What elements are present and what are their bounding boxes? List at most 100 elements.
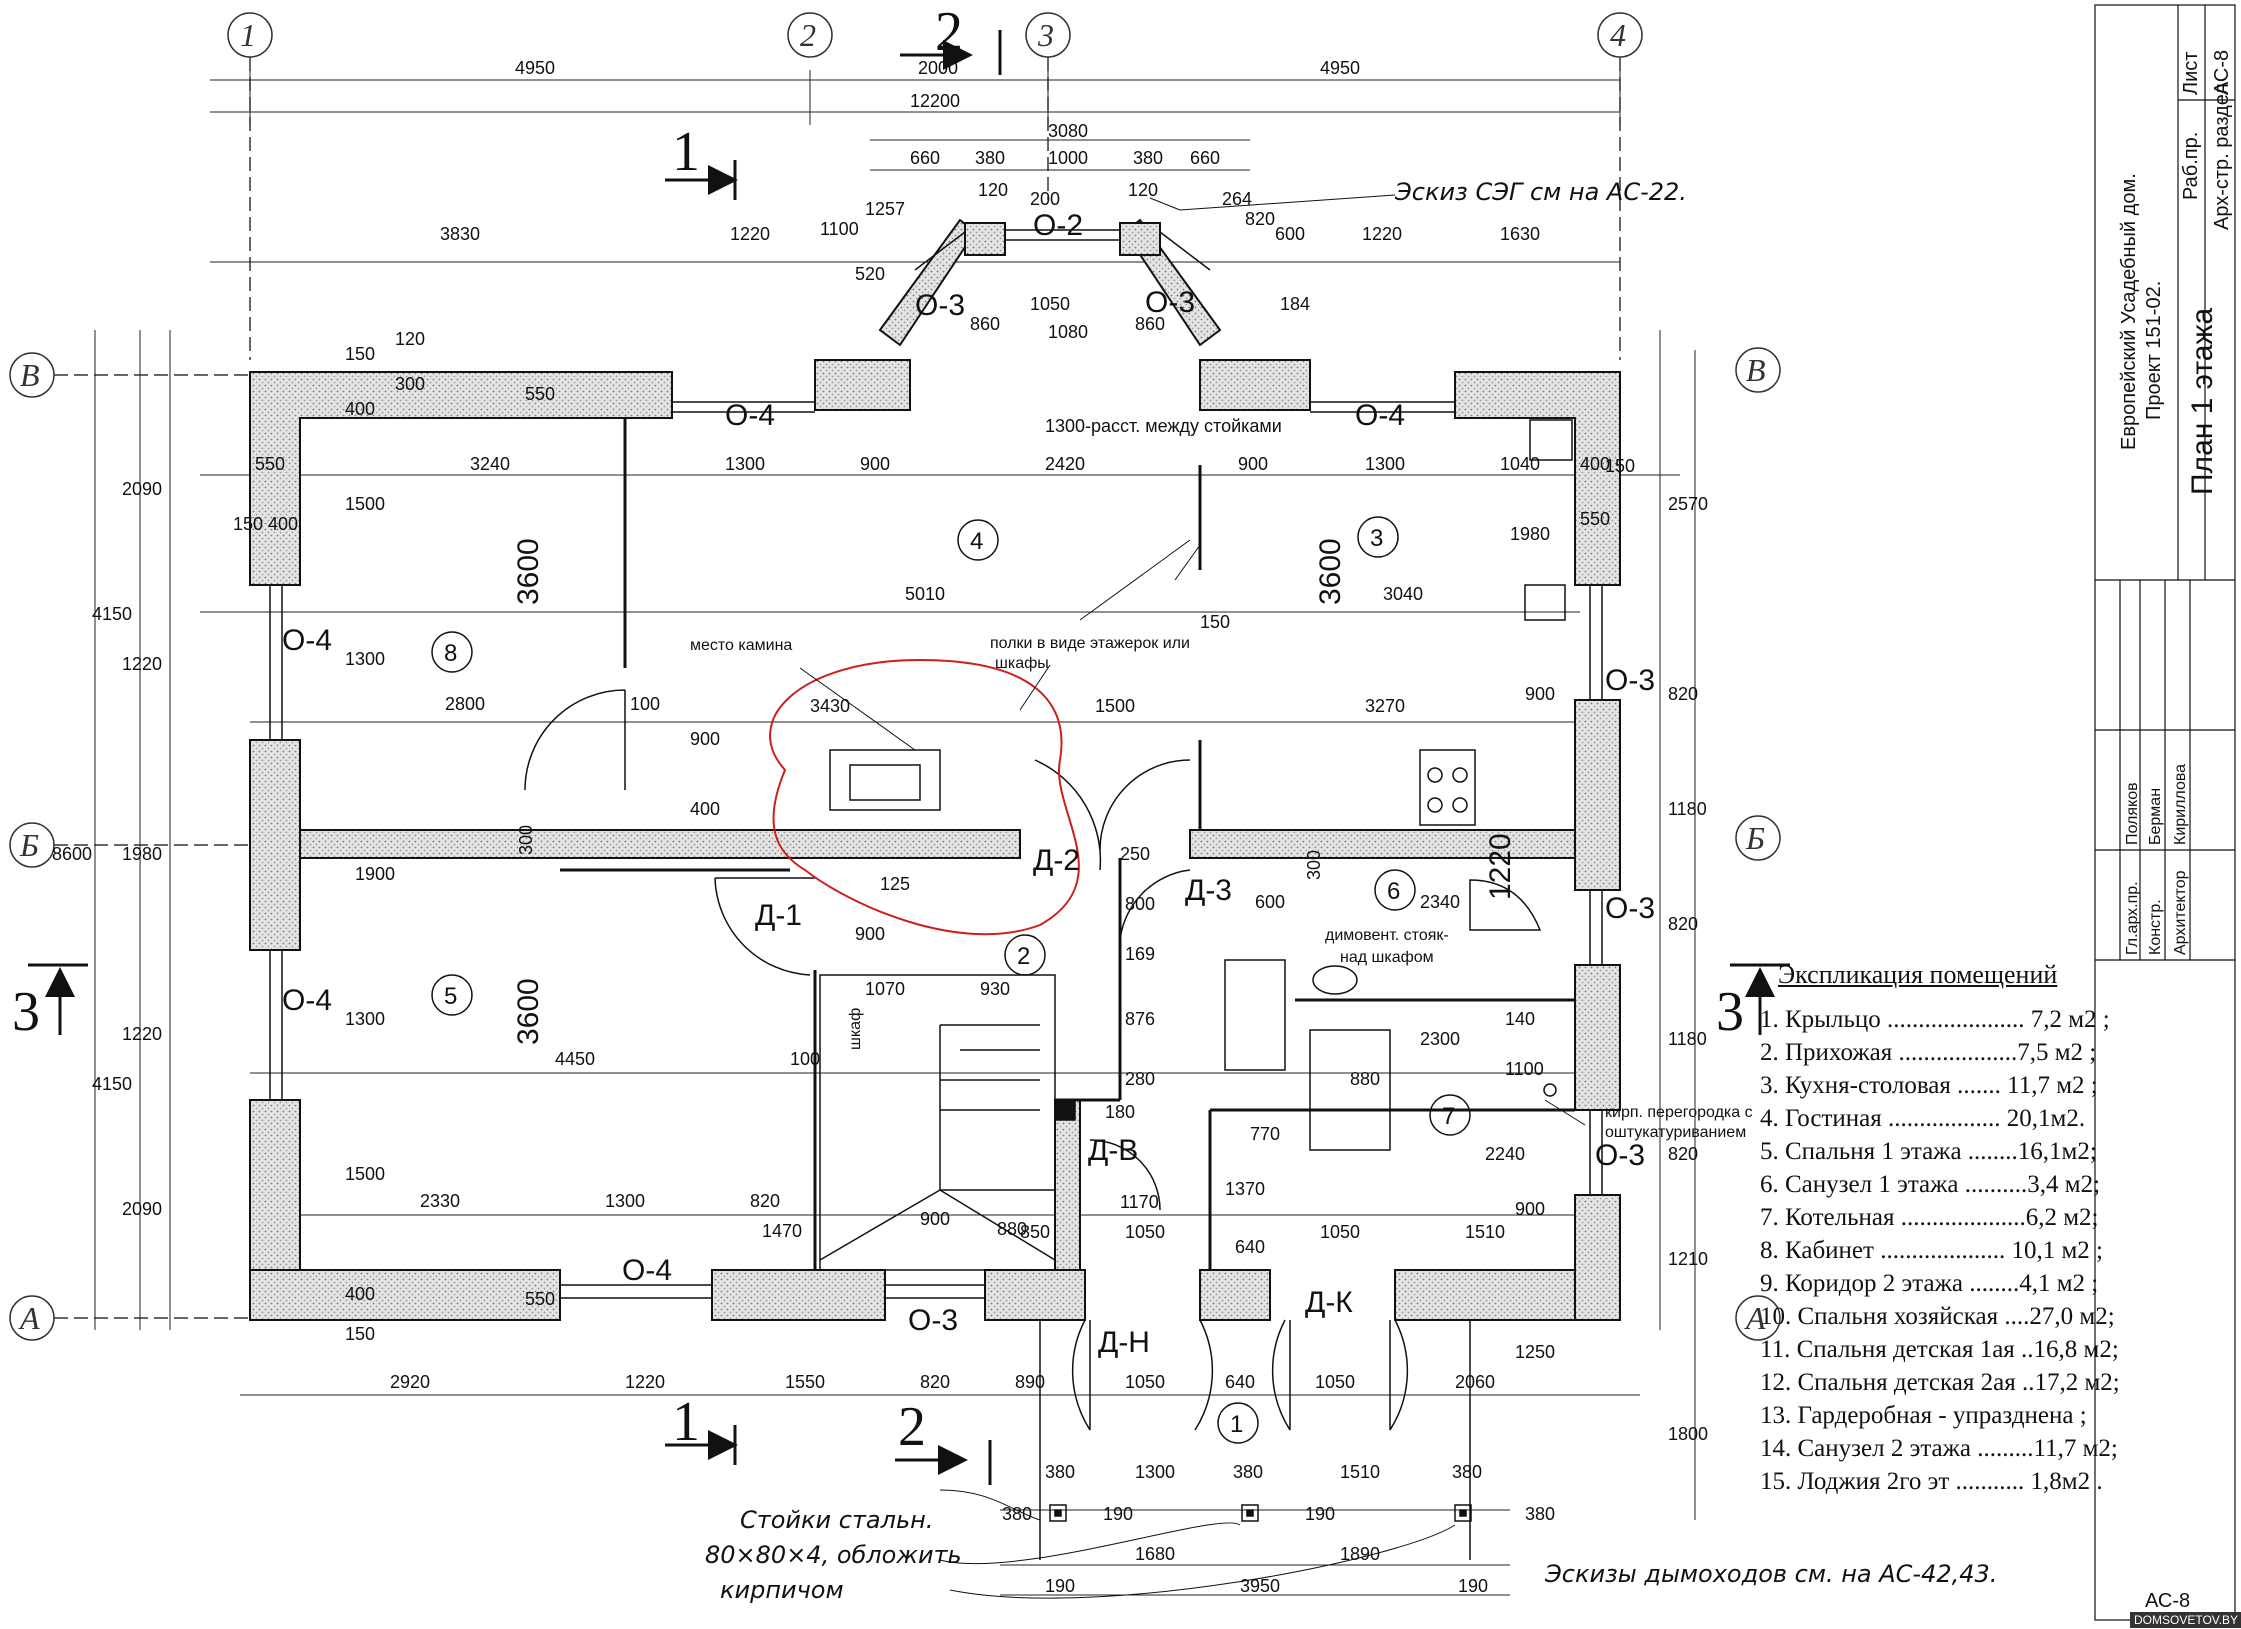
svg-text:1500: 1500 (345, 494, 385, 514)
svg-text:150: 150 (1200, 612, 1230, 632)
svg-text:880: 880 (1350, 1069, 1380, 1089)
explication-item: 3. Кухня-столовая ....... 11,7 м2 ; (1760, 1072, 2098, 1099)
door-swings (524, 689, 1409, 1431)
svg-text:1: 1 (1230, 1411, 1243, 1438)
svg-text:300: 300 (395, 374, 425, 394)
explication-item: 6. Санузел 1 этажа ..........3,4 м2; (1760, 1171, 2101, 1198)
svg-text:оштукатуриванием: оштукатуриванием (1605, 1124, 1746, 1141)
svg-text:Поляков: Поляков (2124, 782, 2141, 845)
explication-title: Экспликация помещений (1778, 960, 2058, 989)
svg-text:280: 280 (1125, 1069, 1155, 1089)
svg-text:900: 900 (920, 1209, 950, 1229)
svg-text:3600: 3600 (512, 538, 545, 605)
svg-text:900: 900 (1238, 454, 1268, 474)
svg-text:3600: 3600 (512, 978, 545, 1045)
sheet-number: АС-8 (2145, 1590, 2191, 1612)
section-1-bottom-label: 1 (672, 1391, 700, 1453)
room-heights: 3600 3600 3600 1220 300 300 (512, 538, 1517, 1045)
svg-text:1040: 1040 (1500, 454, 1540, 474)
svg-text:300: 300 (1304, 850, 1324, 880)
svg-text:660: 660 (1190, 148, 1220, 168)
svg-text:150: 150 (233, 514, 263, 534)
svg-text:О-3: О-3 (1595, 1139, 1645, 1172)
svg-text:1300-расст. между стойками: 1300-расст. между стойками (1045, 416, 1282, 436)
svg-text:1300: 1300 (605, 1191, 645, 1211)
explication-item: 1. Крыльцо ...................... 7,2 м2… (1760, 1006, 2110, 1033)
svg-text:Архитектор: Архитектор (2172, 870, 2189, 955)
svg-text:1050: 1050 (1125, 1222, 1165, 1242)
svg-text:1250: 1250 (1515, 1342, 1555, 1362)
svg-text:184: 184 (1280, 294, 1310, 314)
svg-text:250: 250 (1120, 844, 1150, 864)
svg-text:Д-2: Д-2 (1033, 844, 1080, 877)
svg-text:О-3: О-3 (1145, 286, 1195, 319)
svg-text:820: 820 (1668, 914, 1698, 934)
svg-text:АС-8: АС-8 (2211, 50, 2233, 95)
svg-text:1550: 1550 (785, 1372, 825, 1392)
svg-text:1300: 1300 (345, 1009, 385, 1029)
svg-text:190: 190 (1103, 1504, 1133, 1524)
svg-text:2090: 2090 (122, 479, 162, 499)
svg-text:2340: 2340 (1420, 892, 1460, 912)
svg-text:1170: 1170 (1120, 1192, 1159, 1212)
svg-text:140: 140 (1505, 1009, 1535, 1029)
svg-text:380: 380 (1452, 1462, 1482, 1482)
svg-text:800: 800 (1125, 894, 1155, 914)
svg-text:190: 190 (1458, 1576, 1488, 1596)
svg-text:1220: 1220 (122, 654, 162, 674)
svg-text:1470: 1470 (762, 1221, 802, 1241)
svg-text:300: 300 (516, 825, 536, 855)
svg-text:3830: 3830 (440, 224, 480, 244)
svg-text:О-4: О-4 (622, 1254, 672, 1287)
svg-text:О-3: О-3 (915, 289, 965, 322)
svg-text:2330: 2330 (420, 1191, 460, 1211)
svg-text:2: 2 (1017, 943, 1030, 970)
svg-text:2570: 2570 (1668, 494, 1708, 514)
svg-text:шкафы: шкафы (995, 655, 1049, 672)
svg-text:5010: 5010 (905, 584, 945, 604)
svg-text:850: 850 (1020, 1222, 1050, 1242)
opening-labels: О-4 О-4 О-2 О-3 О-3 О-4 О-4 О-4 О-3 О-3 … (282, 209, 1655, 1359)
svg-text:400: 400 (1580, 454, 1610, 474)
explication-item: 12. Спальня детская 2ая ..17,2 м2; (1760, 1369, 2120, 1396)
svg-text:5: 5 (444, 983, 457, 1010)
svg-text:7: 7 (1442, 1103, 1455, 1130)
svg-text:2: 2 (800, 17, 816, 53)
explication-item: 5. Спальня 1 этажа ........16,1м2; (1760, 1138, 2097, 1165)
svg-text:660: 660 (910, 148, 940, 168)
svg-text:4150: 4150 (92, 1074, 132, 1094)
leader-lines (799, 194, 1586, 1599)
svg-text:Д-Н: Д-Н (1098, 1326, 1150, 1359)
svg-text:димовент. стояк-: димовент. стояк- (1325, 927, 1449, 944)
svg-text:900: 900 (855, 924, 885, 944)
svg-text:3600: 3600 (1314, 538, 1347, 605)
svg-text:О-2: О-2 (1033, 209, 1083, 242)
svg-text:80×80×4, обложить: 80×80×4, обложить (705, 1541, 962, 1569)
svg-text:1680: 1680 (1135, 1544, 1175, 1564)
svg-text:2090: 2090 (122, 1199, 162, 1219)
inner-dimensions: 550 3240 1300 900 2420 900 1300 1040 400… (233, 384, 1635, 1344)
fixtures (829, 419, 1573, 1151)
svg-text:120: 120 (395, 329, 425, 349)
room-explication: Экспликация помещений 1. Крыльцо .......… (1760, 958, 2230, 1498)
svg-text:1300: 1300 (345, 649, 385, 669)
svg-text:100: 100 (790, 1049, 820, 1069)
svg-text:1980: 1980 (1510, 524, 1550, 544)
svg-text:600: 600 (1255, 892, 1285, 912)
svg-text:8: 8 (444, 640, 457, 667)
svg-text:4950: 4950 (1320, 58, 1360, 78)
svg-text:1510: 1510 (1340, 1462, 1380, 1482)
svg-text:3430: 3430 (810, 696, 850, 716)
explication-item: 9. Коридор 2 этажа ........4,1 м2 ; (1760, 1270, 2099, 1297)
svg-text:Лист: Лист (2180, 52, 2202, 95)
svg-text:820: 820 (1668, 684, 1698, 704)
svg-text:264: 264 (1222, 189, 1252, 209)
svg-text:900: 900 (1515, 1199, 1545, 1219)
svg-text:1500: 1500 (345, 1164, 385, 1184)
svg-text:2240: 2240 (1485, 1144, 1525, 1164)
svg-text:900: 900 (690, 729, 720, 749)
svg-text:2300: 2300 (1420, 1029, 1460, 1049)
svg-text:150: 150 (345, 1324, 375, 1344)
svg-text:4150: 4150 (92, 604, 132, 624)
svg-text:1900: 1900 (355, 864, 395, 884)
